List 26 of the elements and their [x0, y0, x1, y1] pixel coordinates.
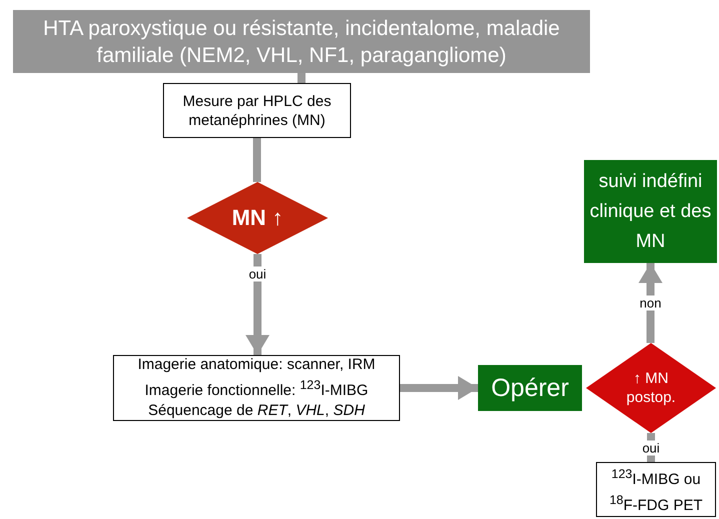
arrow	[246, 254, 270, 355]
edge-label: oui	[640, 440, 662, 455]
edge-label: oui	[246, 266, 268, 282]
node-text: Séquencage de RET, VHL, SDH	[148, 401, 365, 421]
process-box	[113, 355, 400, 421]
node-text: Mesure par HPLC des metanéphrines (MN)	[182, 92, 332, 130]
node-text: $^{123}$I-MIBG ou $^{18}$F-FDG PET	[608, 466, 704, 516]
connector-line	[298, 73, 306, 83]
node-text: Opérer	[491, 374, 569, 402]
connector-line	[253, 138, 261, 182]
node-text: MN ↑	[232, 205, 284, 231]
node-text: HTA paroxystique ou résistante, incidentalome, maladie familiale (NEM2, VHL, NF1, paragangliome)	[42, 16, 561, 68]
condition-box	[13, 10, 590, 73]
node-text: Imagerie anatomique: scanner, IRM	[138, 355, 376, 375]
outcome-box	[584, 160, 717, 263]
process-box	[163, 83, 351, 138]
arrow	[400, 376, 478, 400]
decision-diamond	[586, 343, 716, 433]
process-box	[596, 462, 716, 517]
node-text: suivi indéfini clinique et des MN	[588, 170, 712, 254]
arrow	[638, 263, 662, 343]
edge-label: non	[638, 296, 664, 310]
node-text: Imagerie fonctionnelle: $^{123}$I-MIBG	[144, 377, 368, 401]
node-text: ↑ MN postop.	[625, 369, 677, 407]
action-box	[478, 365, 582, 411]
decision-diamond	[187, 182, 328, 254]
